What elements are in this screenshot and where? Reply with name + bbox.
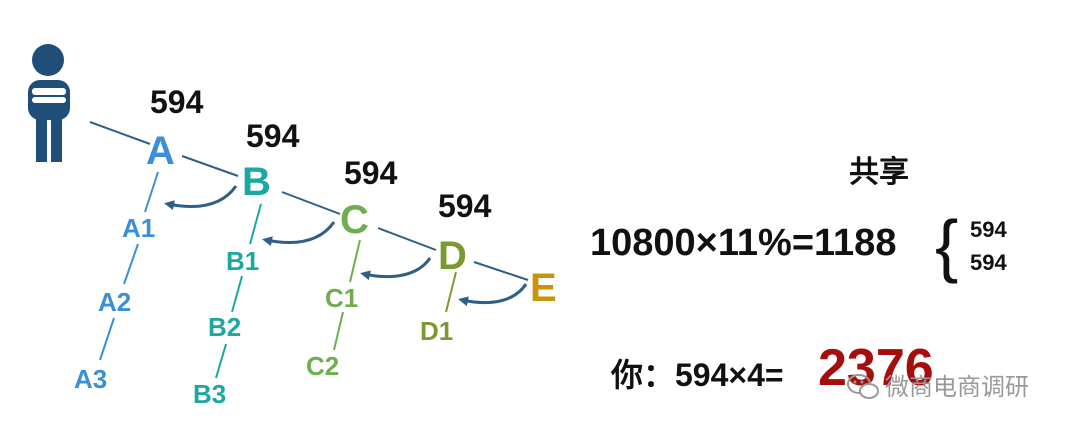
link-c-c1 [349, 239, 361, 283]
value-d: 594 [438, 188, 492, 224]
arrow-e-to-d1 [458, 283, 528, 307]
share-split-1: 594 [970, 217, 1007, 242]
node-c: C [340, 198, 369, 242]
node-a: A [146, 129, 175, 173]
value-a: 594 [150, 84, 204, 120]
value-c: 594 [344, 155, 398, 191]
share-split-2: 594 [970, 250, 1007, 275]
link-d-d1 [445, 271, 457, 313]
link-b-b1 [249, 203, 262, 245]
share-title: 共享 [849, 156, 909, 189]
arrow-b-to-a1 [164, 185, 238, 211]
link-person-a [89, 121, 151, 145]
link-a2-a3 [99, 317, 115, 361]
node-a2: A2 [98, 287, 132, 317]
arrow-d-to-c1 [360, 257, 432, 281]
node-a3: A3 [74, 364, 108, 394]
node-b3: B3 [193, 379, 227, 409]
link-c-d [377, 227, 437, 251]
link-c1-c2 [333, 311, 344, 351]
person-icon [28, 44, 70, 162]
watermark-text: 微商电商调研 [885, 374, 1029, 401]
node-e: E [530, 266, 557, 310]
node-b: B [242, 160, 271, 204]
node-d: D [438, 234, 467, 278]
node-c2: C2 [306, 351, 340, 381]
node-d1: D1 [420, 316, 454, 346]
node-b2: B2 [208, 312, 242, 342]
node-a1: A1 [122, 213, 156, 243]
value-b: 594 [246, 118, 300, 154]
link-d-e [473, 261, 529, 281]
you-label: 你：594×4= [611, 357, 784, 393]
link-b-c [281, 191, 341, 215]
share-brace: { [935, 206, 959, 284]
link-a1-a2 [123, 243, 139, 285]
node-b1: B1 [226, 246, 260, 276]
link-b2-b3 [215, 343, 227, 379]
link-a-b [181, 155, 239, 177]
arrow-c-to-b1 [262, 221, 336, 247]
share-formula: 10800×11%=1188 [590, 222, 897, 264]
node-c1: C1 [325, 283, 359, 313]
link-a-a1 [144, 171, 159, 213]
link-b1-b2 [231, 275, 243, 313]
wechat-icon [847, 374, 879, 399]
